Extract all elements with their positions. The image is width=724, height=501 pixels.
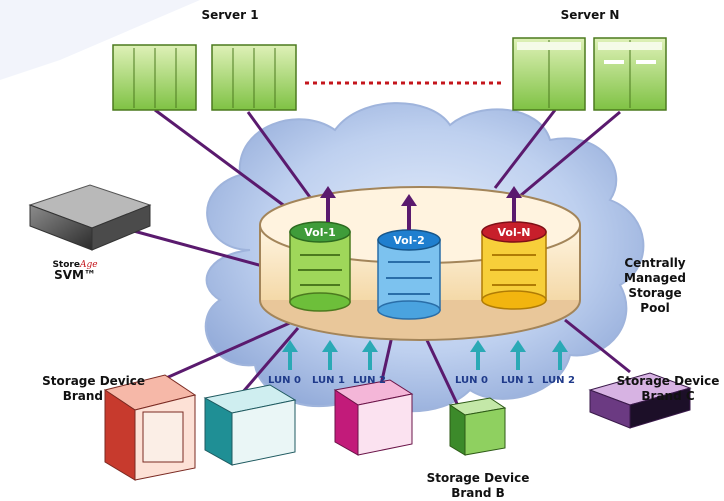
pool-label-line-4: Pool <box>640 301 670 315</box>
device-brand-a-line-2: Brand <box>62 389 103 403</box>
lun-left-1: LUN 1 <box>312 375 345 386</box>
volume-1-label: Vol-1 <box>304 226 335 239</box>
volume-n-label: Vol-N <box>497 226 530 239</box>
svm-appliance <box>28 184 152 251</box>
server-n-b <box>593 37 667 111</box>
server-1b <box>211 44 297 111</box>
lun-left-0: LUN 0 <box>268 375 301 386</box>
lun-left-2: LUN 2 <box>353 375 386 386</box>
lun-right-0: LUN 0 <box>455 375 488 386</box>
server-1-label: Server 1 <box>201 8 259 22</box>
device-brand-b-line-2: Brand B <box>451 486 505 500</box>
volume-n-cylinder <box>481 221 547 310</box>
server-n-a <box>512 37 586 111</box>
device-brand-b-line-1: Storage Device <box>426 471 530 485</box>
lun-right-1: LUN 1 <box>501 375 534 386</box>
svm-brand-store: Store <box>52 260 80 270</box>
storage-device-brand-b-unit <box>448 397 507 456</box>
background-swoosh <box>0 0 200 80</box>
lun-arrows <box>282 340 568 370</box>
pool-label-line-1: Centrally <box>624 256 686 270</box>
storage-device-brand-c-unit <box>588 372 692 429</box>
pool-label-line-3: Storage <box>628 286 682 300</box>
storage-device-brand-a-unit-1 <box>103 374 197 481</box>
lun-right-2: LUN 2 <box>542 375 575 386</box>
server-1a <box>112 44 197 111</box>
device-brand-a-line-1: Storage Device <box>42 374 145 388</box>
svm-product-label: SVM™ <box>54 268 96 282</box>
volume-1-cylinder <box>289 221 351 312</box>
storage-device-brand-a-unit-3 <box>333 379 414 456</box>
volume-2-label: Vol-2 <box>393 234 424 247</box>
svm-brand-logo: StoreAge <box>40 256 110 271</box>
svm-brand-age: Age <box>79 260 98 270</box>
volume-2-cylinder <box>377 229 441 320</box>
volume-up-arrows <box>320 186 522 230</box>
device-brand-c-line-1: Storage Device <box>616 374 720 388</box>
device-brand-c-line-2: Brand C <box>641 389 695 403</box>
storage-device-brand-a-unit-2 <box>203 384 297 466</box>
server-n-label: Server N <box>560 8 620 22</box>
pool-label-line-2: Managed <box>624 271 686 285</box>
